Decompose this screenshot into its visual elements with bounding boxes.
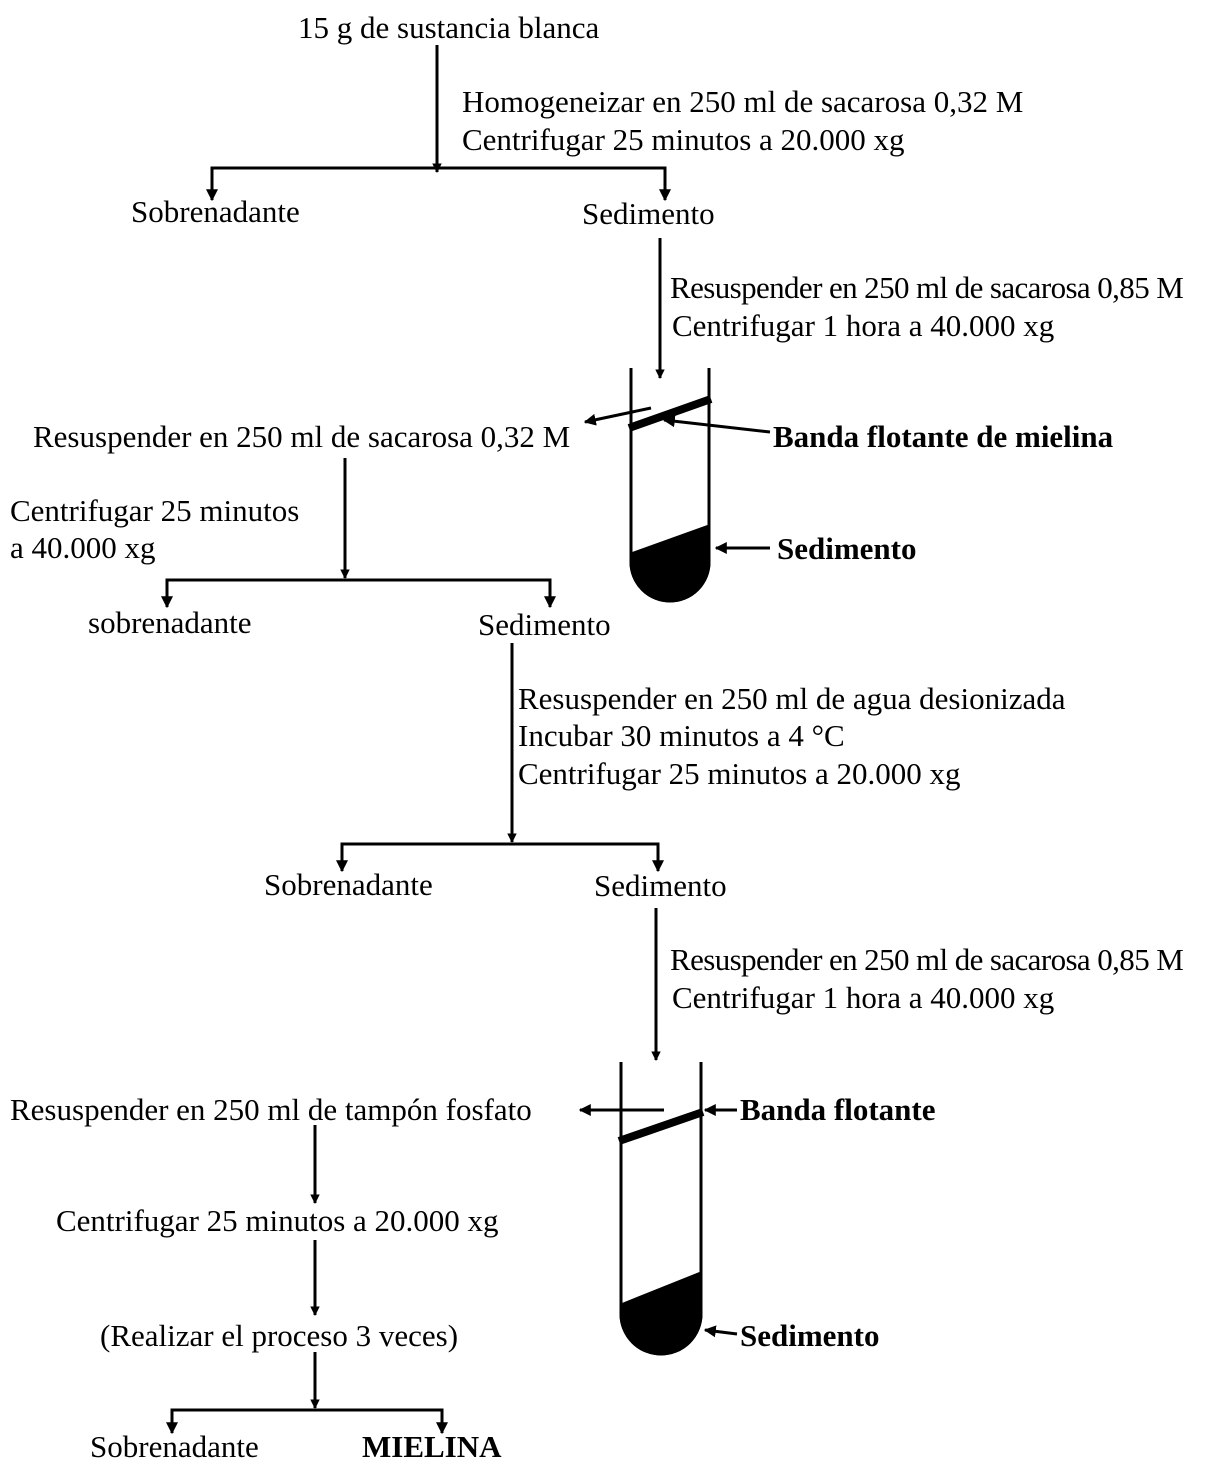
tube1-sediment-label: Sedimento (777, 531, 917, 566)
arrow-band-label-1 (662, 415, 771, 434)
step6-line2: Centrifugar 1 hora a 40.000 xg (672, 980, 1055, 1015)
tube2-band-label: Banda flotante (740, 1092, 936, 1127)
tube2-sediment-label: Sedimento (740, 1318, 880, 1353)
step2-line1: Resuspender en 250 ml de sacarosa 0,85 M (670, 270, 1184, 305)
start-material: 15 g de sustancia blanca (298, 10, 600, 45)
step7-text: Resuspender en 250 ml de tampón fosfato (10, 1092, 532, 1127)
step5-line1: Resuspender en 250 ml de agua desionizad… (518, 681, 1066, 716)
tube1-band-label: Banda flotante de mielina (773, 419, 1114, 454)
split-bar-2 (165, 578, 552, 606)
step5-line3: Centrifugar 25 minutos a 20.000 xg (518, 756, 961, 791)
split3-left: Sobrenadante (264, 867, 433, 902)
step8-text: Centrifugar 25 minutos a 20.000 xg (56, 1203, 499, 1238)
split4-right-mielina: MIELINA (362, 1429, 502, 1464)
step4-line2: a 40.000 xg (10, 530, 156, 565)
split3-right: Sedimento (594, 868, 727, 903)
step5-line2: Incubar 30 minutos a 4 °C (518, 718, 845, 753)
step1-line2: Centrifugar 25 minutos a 20.000 xg (462, 122, 905, 157)
step9-text: (Realizar el proceso 3 veces) (100, 1318, 459, 1353)
split2-right: Sedimento (478, 607, 611, 642)
split2-left: sobrenadante (88, 605, 252, 640)
step1-line1: Homogeneizar en 250 ml de sacarosa 0,32 … (462, 84, 1024, 119)
arrow-band-out-1 (583, 406, 652, 426)
arrow-sediment-label-2 (703, 1325, 738, 1338)
step3-text: Resuspender en 250 ml de sacarosa 0,32 M (33, 419, 571, 454)
step6-line1: Resuspender en 250 ml de sacarosa 0,85 M (670, 942, 1184, 977)
myelin-band-1 (627, 395, 713, 432)
split1-left: Sobrenadante (131, 194, 300, 229)
sediment-1 (629, 523, 711, 603)
split4-left: Sobrenadante (90, 1429, 259, 1464)
sediment-2 (619, 1270, 703, 1356)
step4-line1: Centrifugar 25 minutos (10, 493, 300, 528)
step2-line2: Centrifugar 1 hora a 40.000 xg (672, 308, 1055, 343)
myelin-band-2 (617, 1108, 705, 1145)
split1-right: Sedimento (582, 196, 715, 231)
